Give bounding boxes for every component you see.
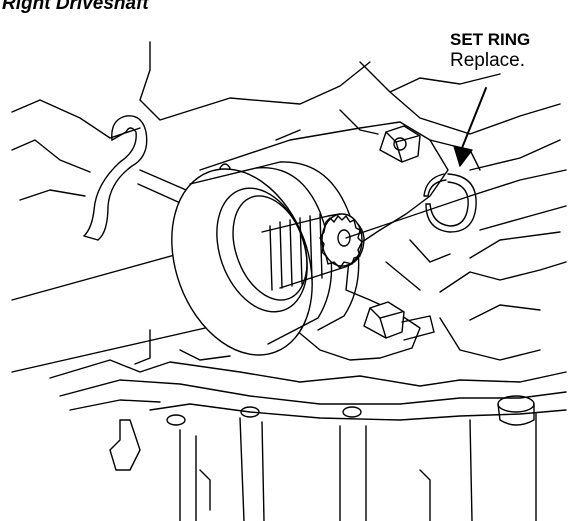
callout-arrow (453, 87, 487, 167)
callout-instruction: Replace. (450, 50, 525, 71)
lower-bolt (363, 301, 435, 341)
splined-shaft (261, 213, 365, 291)
callout-part-name: SET RING (450, 30, 531, 49)
set-ring-callout: SET RING Replace. (450, 30, 530, 72)
alignment-line (345, 195, 471, 239)
diagram-title: Right Driveshaft (2, 0, 149, 14)
set-ring (423, 173, 477, 233)
oil-pan (49, 359, 567, 521)
transmission-case (11, 41, 567, 365)
driveshaft-tube (11, 247, 215, 373)
upper-bolt (379, 125, 421, 163)
joint-housing (171, 161, 360, 356)
